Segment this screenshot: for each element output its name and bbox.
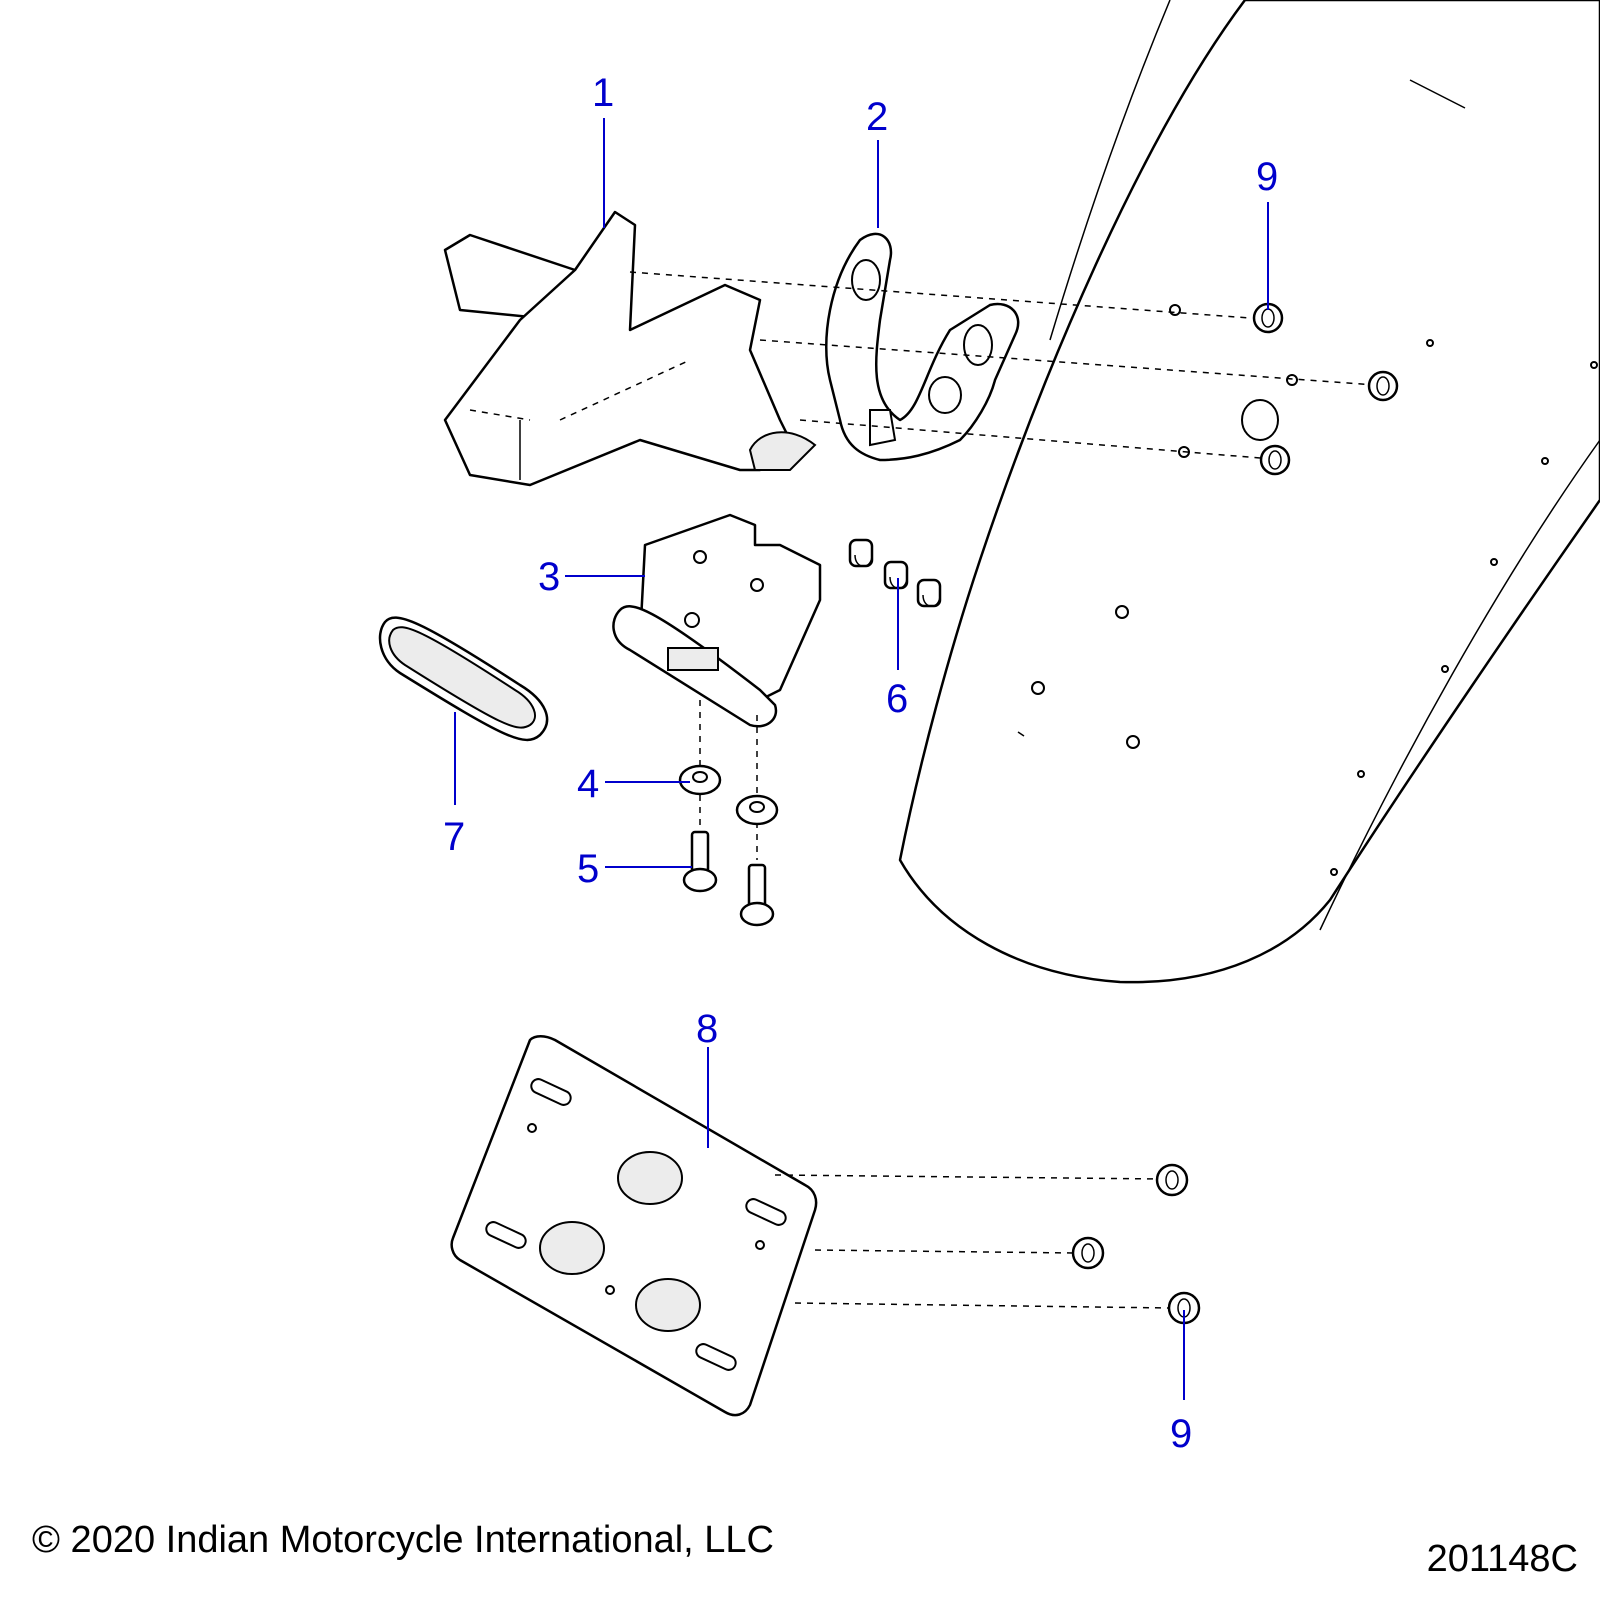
bracket-cover — [443, 210, 817, 487]
clip-group — [848, 538, 942, 608]
clip — [848, 538, 874, 568]
callout-8: 8 — [696, 1007, 718, 1051]
rivet — [1071, 1236, 1105, 1270]
washer — [678, 764, 722, 796]
clip — [916, 578, 942, 608]
lens — [378, 616, 549, 742]
rear-fender — [898, 0, 1600, 984]
alignment-lines-lower — [774, 1174, 1171, 1309]
fastener-group — [678, 700, 779, 927]
callout-9-lower: 9 — [1170, 1412, 1192, 1456]
leader-lines — [454, 118, 1269, 1400]
callouts: 1 2 3 4 5 6 7 8 9 9 — [443, 71, 1278, 1456]
rivet-group-lower — [1071, 1163, 1201, 1325]
license-plate-bracket — [450, 1035, 818, 1417]
rivet — [1259, 444, 1291, 476]
alignment-lines-upper — [629, 271, 1376, 459]
callout-1: 1 — [592, 71, 614, 115]
rivet — [1155, 1163, 1189, 1197]
callout-7: 7 — [443, 815, 465, 859]
callout-5: 5 — [577, 847, 599, 891]
callout-2: 2 — [866, 95, 888, 139]
screw — [682, 830, 718, 893]
callout-3: 3 — [538, 555, 560, 599]
copyright-notice: © 2020 Indian Motorcycle International, … — [32, 1519, 774, 1561]
washer — [735, 794, 779, 826]
diagram-id: 201148C — [1426, 1538, 1578, 1580]
callout-9-upper: 9 — [1256, 155, 1278, 199]
mount-bracket — [825, 232, 1020, 462]
screw — [739, 863, 775, 927]
clip — [883, 560, 909, 590]
callout-4: 4 — [577, 762, 599, 806]
rivet — [1367, 370, 1399, 402]
callout-6: 6 — [886, 677, 908, 721]
light-housing — [612, 513, 822, 728]
